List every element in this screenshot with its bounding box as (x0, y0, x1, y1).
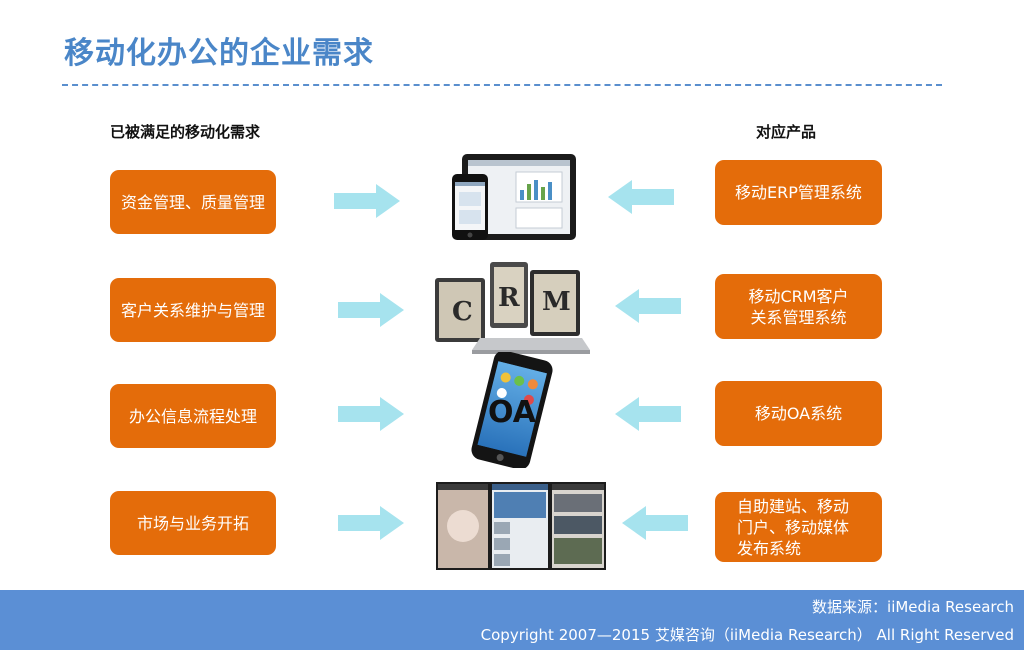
oa-label: OA (488, 395, 537, 430)
arrow-left-icon (622, 506, 688, 540)
copyright-text: Copyright 2007—2015 艾媒咨询（iiMedia Researc… (481, 624, 1014, 645)
arrow-right-icon (334, 184, 400, 218)
arrow-left-icon (615, 289, 681, 323)
crm-devices-illustration: C R M (432, 258, 592, 356)
product-box-crm: 移动CRM客户 关系管理系统 (715, 274, 882, 339)
title-divider (62, 84, 942, 86)
product-box-oa: 移动OA系统 (715, 381, 882, 446)
arrow-left-icon (608, 180, 674, 214)
left-column-header: 已被满足的移动化需求 (110, 121, 260, 142)
oa-phone-illustration: OA (462, 352, 562, 468)
data-source: 数据来源：iiMedia Research (812, 596, 1014, 617)
mobile-portal-screens-illustration (436, 482, 606, 570)
arrow-left-icon (615, 397, 681, 431)
product-box-portal: 自助建站、移动 门户、移动媒体 发布系统 (715, 492, 882, 562)
tablet-phone-illustration (450, 152, 578, 242)
need-box-finance: 资金管理、质量管理 (110, 170, 276, 234)
arrow-right-icon (338, 293, 404, 327)
arrow-right-icon (338, 397, 404, 431)
arrow-right-icon (338, 506, 404, 540)
crm-letter-m: M (542, 287, 571, 317)
need-box-market: 市场与业务开拓 (110, 491, 276, 555)
need-box-customer: 客户关系维护与管理 (110, 278, 276, 342)
crm-letter-r: R (498, 283, 520, 313)
right-column-header: 对应产品 (756, 121, 816, 142)
product-box-erp: 移动ERP管理系统 (715, 160, 882, 225)
crm-letter-c: C (452, 297, 473, 327)
need-box-office-flow: 办公信息流程处理 (110, 384, 276, 448)
page-title: 移动化办公的企业需求 (64, 28, 374, 72)
